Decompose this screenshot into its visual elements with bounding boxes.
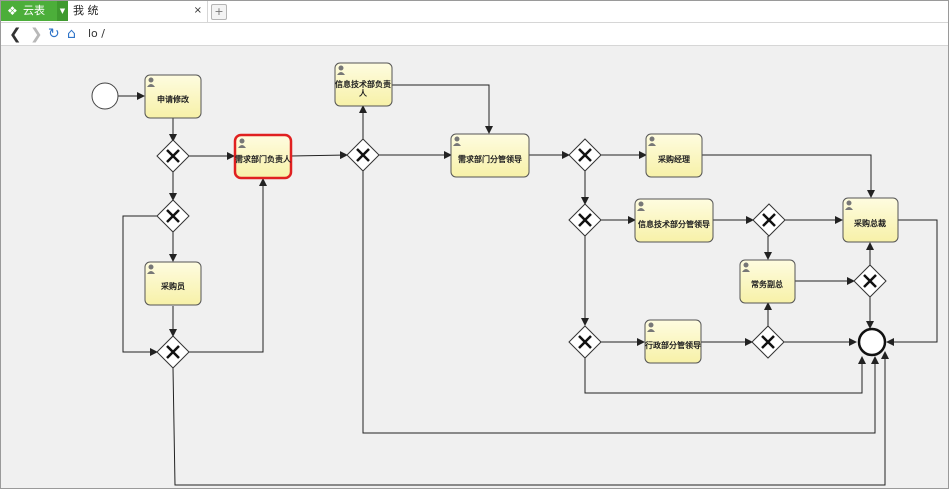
task-label: 需求部门负责人 — [235, 154, 292, 164]
task-t5[interactable]: 需求部门分管领导 — [450, 133, 530, 178]
gateway[interactable] — [751, 325, 785, 359]
flow-g3-end — [172, 351, 889, 486]
user-icon — [845, 200, 853, 210]
task-t1[interactable]: 申请修改 — [144, 74, 202, 119]
home-icon[interactable]: ⌂ — [67, 26, 76, 42]
forward-arrow-icon[interactable]: ❯ — [30, 25, 43, 43]
user-tasks: 申请修改 需求部门负责人 采购员 信息技术部负责 人 需求部门分管领导 采购经理 — [144, 62, 899, 364]
gateway[interactable] — [853, 264, 887, 298]
flow-g2-g3 — [122, 215, 158, 356]
task-label: 采购总裁 — [853, 218, 886, 228]
user-icon — [453, 136, 461, 146]
user-icon — [647, 322, 655, 332]
user-icon — [147, 264, 155, 274]
workflow-diagram: 申请修改 需求部门负责人 采购员 信息技术部负责 人 需求部门分管领导 采购经理 — [91, 62, 938, 486]
user-icon — [238, 138, 246, 148]
task-t4[interactable]: 信息技术部负责 人 — [334, 62, 393, 107]
task-t9[interactable]: 常务副总 — [739, 259, 796, 304]
task-label: 信息技术部分管领导 — [638, 219, 710, 229]
address-bar[interactable]: lo / — [88, 27, 105, 40]
flow-t4-t5 — [392, 84, 493, 134]
task-label: 采购员 — [160, 281, 185, 291]
gateway[interactable] — [156, 139, 190, 173]
end-event[interactable] — [857, 327, 887, 357]
task-label: 常务副总 — [751, 279, 783, 289]
task-t8[interactable]: 行政部分管领导 — [644, 319, 702, 364]
sequence-flows — [118, 84, 938, 486]
gateway[interactable] — [568, 325, 602, 359]
user-icon — [337, 65, 345, 75]
flow-g4-end — [362, 171, 879, 434]
gateway[interactable] — [346, 138, 380, 172]
tab-close-icon[interactable]: × — [193, 5, 202, 16]
workflow-canvas: 申请修改 需求部门负责人 采购员 信息技术部负责 人 需求部门分管领导 采购经理 — [1, 46, 948, 488]
gateway[interactable] — [568, 203, 602, 237]
back-arrow-icon[interactable]: ❮ — [9, 25, 22, 43]
gateway[interactable] — [156, 199, 190, 233]
gateway[interactable] — [568, 138, 602, 172]
start-event[interactable] — [91, 82, 119, 110]
task-label: 行政部分管领导 — [644, 340, 701, 350]
browser-nav-bar: ❮ ❯ ↻ ⌂ lo / — [1, 23, 948, 46]
flow-t10-end — [886, 219, 938, 346]
user-icon — [147, 77, 155, 87]
user-icon — [648, 136, 656, 146]
task-t7[interactable]: 信息技术部分管领导 — [634, 198, 714, 243]
app-logo-icon: ❖ — [7, 4, 18, 18]
exclusive-gateways — [156, 138, 887, 369]
flow-t6-t10 — [702, 154, 875, 198]
task-t10[interactable]: 采购总裁 — [842, 197, 899, 243]
task-label: 信息技术部负责 — [335, 79, 391, 89]
new-tab-button[interactable]: + — [211, 4, 227, 20]
task-label: 申请修改 — [157, 94, 190, 104]
tab-active[interactable]: 我 统 × — [69, 1, 208, 22]
user-icon — [637, 201, 645, 211]
task-label-line2: 人 — [359, 88, 368, 98]
task-t6[interactable]: 采购经理 — [645, 133, 703, 178]
app-menu-dropdown-icon[interactable]: ▼ — [57, 1, 68, 21]
flow-g3-t2 — [189, 178, 267, 353]
tab-title: 我 统 — [73, 4, 99, 17]
app-menu-button[interactable]: ❖ 云表 — [1, 1, 57, 21]
task-t2[interactable]: 需求部门负责人 — [233, 133, 293, 180]
task-t3[interactable]: 采购员 — [144, 261, 202, 306]
gateway[interactable] — [752, 203, 786, 237]
app-menu-label: 云表 — [23, 4, 45, 17]
gateway[interactable] — [156, 335, 190, 369]
refresh-icon[interactable]: ↻ — [48, 26, 60, 42]
task-label: 采购经理 — [657, 154, 690, 164]
user-icon — [742, 262, 750, 272]
flow-g7-end — [584, 356, 866, 394]
task-label: 需求部门分管领导 — [458, 154, 522, 164]
browser-tab-bar: ❖ 云表 ▼ 我 统 × + — [1, 1, 948, 23]
flow-t2-g4 — [290, 151, 348, 160]
